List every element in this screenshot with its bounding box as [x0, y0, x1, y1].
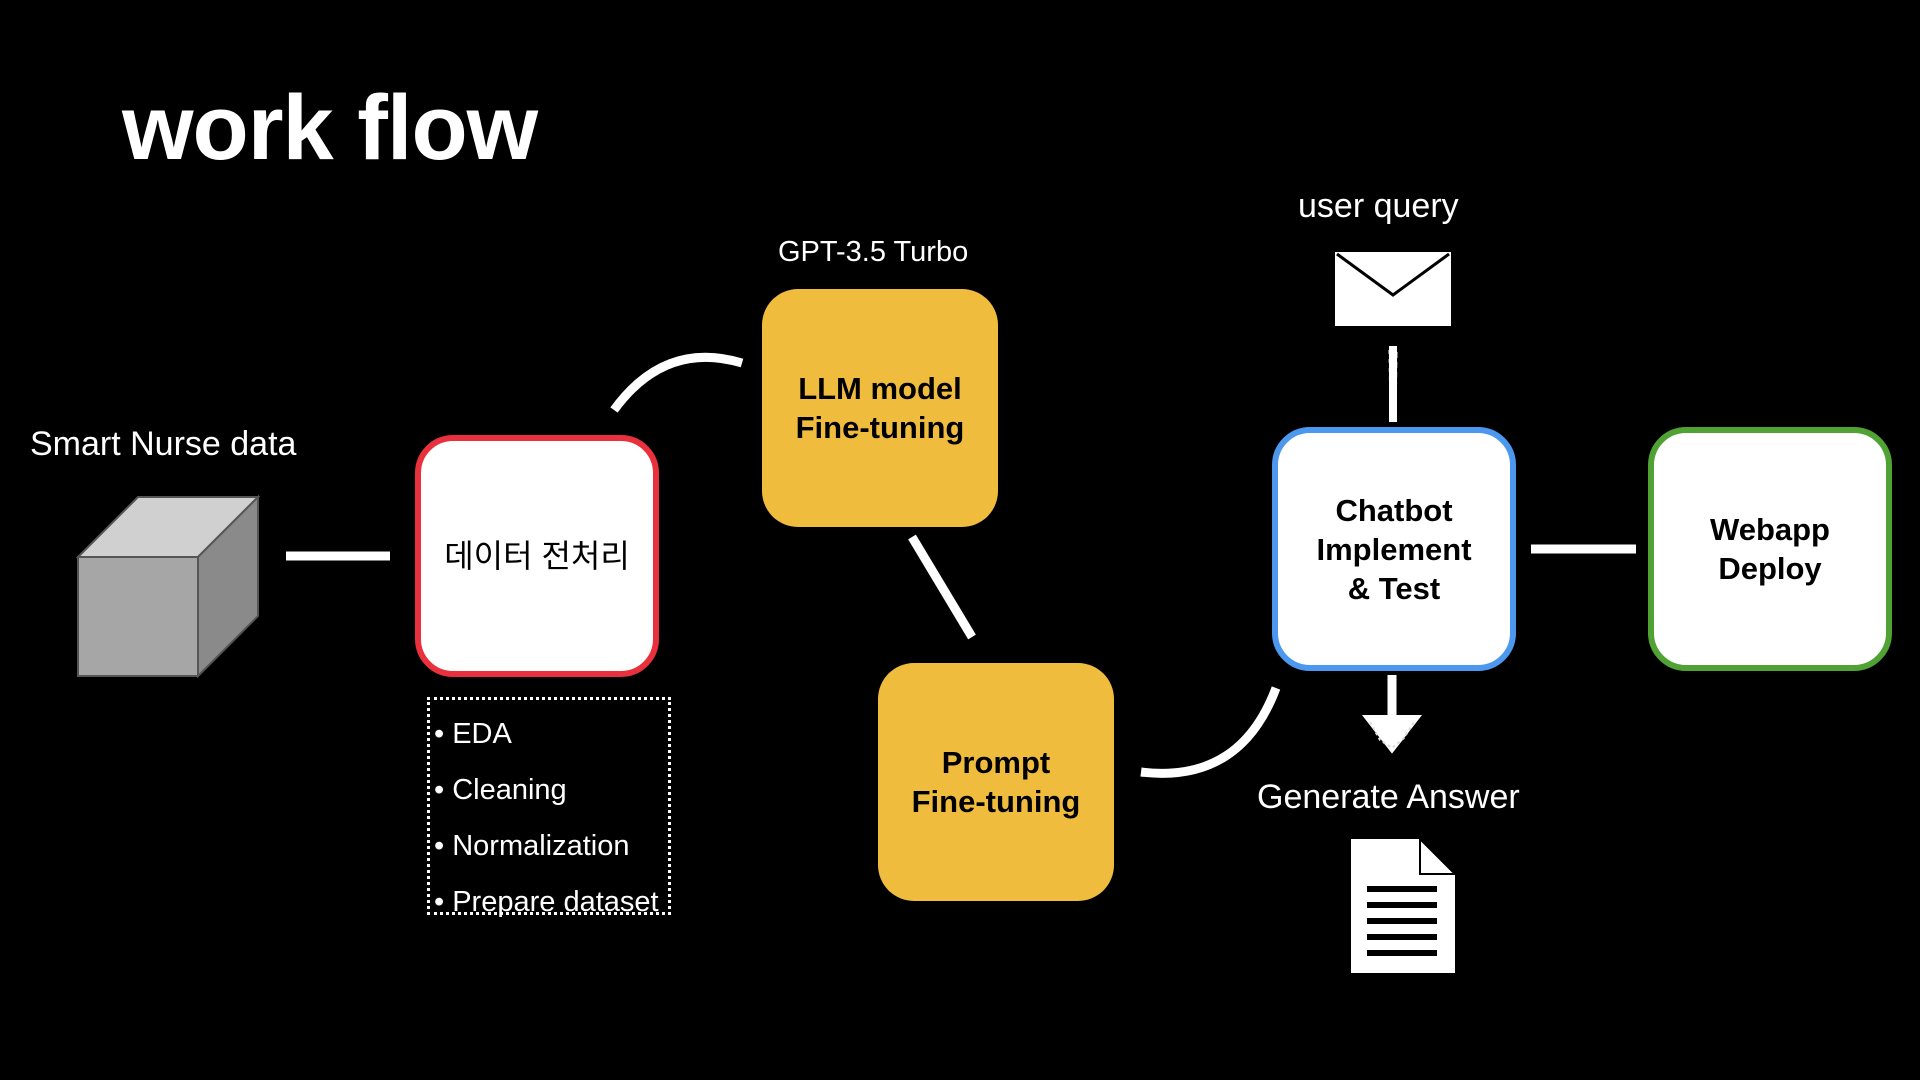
- generate-answer-label: Generate Answer: [1257, 778, 1520, 816]
- prompt-label: Prompt Fine-tuning: [911, 745, 1081, 819]
- deploy-box: Webapp Deploy: [1648, 427, 1892, 671]
- preprocess-step: • Cleaning: [434, 774, 567, 806]
- source-label: Smart Nurse data: [30, 425, 297, 463]
- preprocess-step: • EDA: [434, 718, 512, 750]
- cube-icon: [76, 494, 261, 678]
- document-icon: [1351, 838, 1456, 973]
- llm-finetuning-box: LLM model Fine-tuning: [762, 289, 998, 527]
- llm-caption: GPT-3.5 Turbo: [778, 236, 969, 268]
- deploy-label: Webapp Deploy: [1710, 512, 1830, 586]
- preprocess-steps: • EDA • Cleaning • Normalization • Prepa…: [427, 697, 671, 918]
- preprocess-step: • Normalization: [434, 830, 630, 862]
- query-arrow: [1388, 346, 1398, 422]
- preprocess-step: • Prepare dataset: [434, 886, 659, 918]
- connector-prompt-chatbot: [1140, 686, 1281, 778]
- chatbot-label: Chatbot Implement & Test: [1316, 492, 1472, 606]
- connector-preprocess-llm: [610, 352, 744, 413]
- user-query-label: user query: [1298, 187, 1459, 225]
- answer-arrow: [1361, 675, 1423, 754]
- preprocess-box: 데이터 전처리: [415, 435, 659, 677]
- chatbot-box: Chatbot Implement & Test: [1272, 427, 1516, 671]
- prompt-finetuning-box: Prompt Fine-tuning: [878, 663, 1114, 901]
- llm-label: LLM model Fine-tuning: [795, 371, 965, 445]
- preprocess-label: 데이터 전처리: [444, 537, 630, 574]
- page-title: work flow: [122, 77, 538, 179]
- connector-llm-prompt: [908, 534, 976, 640]
- envelope-icon: [1335, 252, 1451, 326]
